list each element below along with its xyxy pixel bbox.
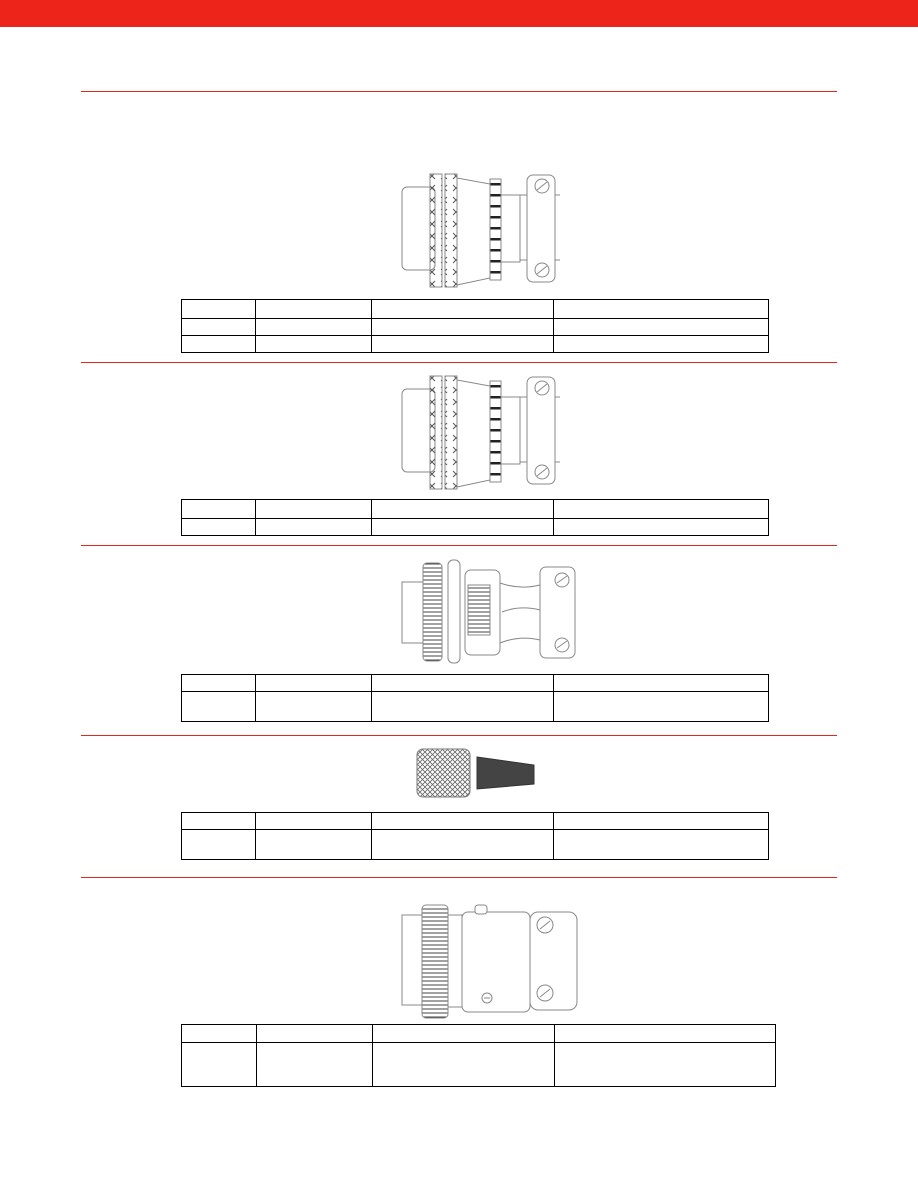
table-cell	[181, 518, 256, 536]
section-divider	[81, 545, 837, 546]
dust-cap-image	[416, 748, 535, 798]
table-cell	[181, 318, 256, 336]
table-cell	[371, 812, 554, 830]
spec-table	[181, 812, 769, 860]
section-divider	[81, 735, 837, 736]
table-cell	[181, 1042, 257, 1087]
table-cell	[553, 318, 769, 336]
spec-table	[181, 499, 769, 536]
connector-image	[401, 375, 560, 490]
table-cell	[256, 1024, 373, 1043]
table-cell	[553, 299, 769, 319]
table-cell	[371, 674, 554, 692]
connector-image	[401, 173, 560, 288]
table-cell	[553, 829, 769, 860]
table-cell	[255, 518, 372, 536]
table-cell	[371, 499, 554, 519]
table-cell	[371, 299, 554, 319]
table-cell	[181, 812, 256, 830]
spec-table	[181, 299, 769, 353]
table-cell	[181, 1024, 257, 1043]
table-cell	[255, 812, 372, 830]
table-cell	[181, 335, 256, 353]
table-cell	[181, 674, 256, 692]
table-cell	[371, 318, 554, 336]
table-cell	[255, 829, 372, 860]
table-cell	[255, 691, 372, 722]
section-divider	[81, 362, 837, 363]
table-cell	[553, 812, 769, 830]
table-cell	[553, 518, 769, 536]
table-cell	[371, 335, 554, 353]
table-cell	[553, 691, 769, 722]
table-cell	[553, 674, 769, 692]
table-cell	[372, 1042, 555, 1087]
table-cell	[553, 499, 769, 519]
table-cell	[554, 1042, 776, 1087]
spec-table	[181, 1024, 776, 1087]
table-cell	[553, 335, 769, 353]
section-divider	[81, 877, 837, 878]
table-cell	[255, 318, 372, 336]
connector-image	[401, 559, 576, 664]
table-cell	[255, 499, 372, 519]
section-divider	[81, 91, 837, 92]
table-cell	[255, 674, 372, 692]
table-cell	[181, 691, 256, 722]
table-cell	[181, 499, 256, 519]
table-cell	[554, 1024, 776, 1043]
table-cell	[371, 518, 554, 536]
header-bar	[0, 0, 918, 27]
table-cell	[256, 1042, 373, 1087]
table-cell	[371, 691, 554, 722]
table-cell	[372, 1024, 555, 1043]
table-cell	[181, 299, 256, 319]
connector-image	[401, 904, 578, 1019]
table-cell	[181, 829, 256, 860]
spec-table	[181, 674, 769, 722]
table-cell	[255, 299, 372, 319]
table-cell	[255, 335, 372, 353]
table-cell	[371, 829, 554, 860]
